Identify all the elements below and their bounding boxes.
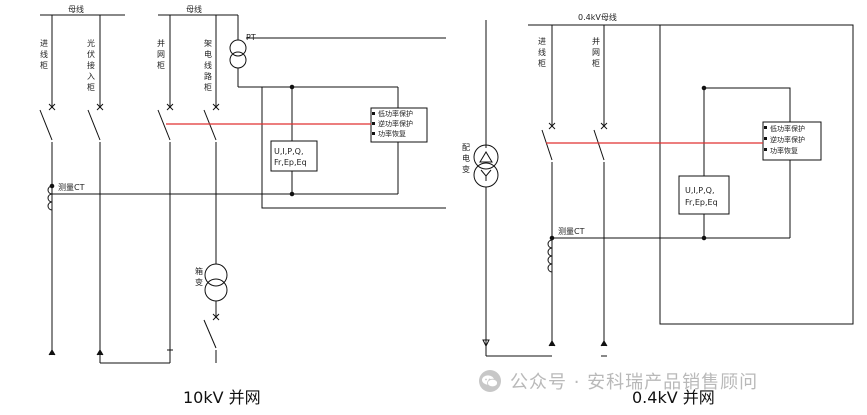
right-ct-label: 测量CT [558,227,585,236]
left-pt-coil-upper [229,39,247,57]
left-transformer-label: 箱变 [195,266,203,287]
right-04kv-diagram [473,20,854,357]
left-feeder-grid-label: 并网柜 [157,38,165,70]
right-protection-item-1: 低功率保护 [770,124,805,133]
left-feeder-labels: 进线柜 光伏接入柜 并网柜 架电线路柜 箱变 [40,38,212,287]
left-ct-node [49,183,55,189]
right-feeder-incoming-label: 进线柜 [538,37,546,68]
right-feeder-labels: 进线柜 并网柜 配电变 [462,36,600,174]
watermark: 公众号 · 安科瑞产品销售顾问 [478,366,758,396]
left-caption: 10kV 并网 [183,388,261,407]
left-feeder-pv-label: 光伏接入柜 [87,38,95,92]
left-pt-label: PT [246,33,256,42]
left-10kv-diagram [39,14,446,364]
left-protection-item-2: 逆功率保护 [378,119,413,128]
left-transformer-coil-lower [204,278,228,302]
left-protection-box [370,107,428,143]
right-transformer-label: 配电变 [462,143,470,174]
right-terminal-grid [600,340,608,347]
wechat-icon [479,370,501,392]
right-transformer-coil-lower [473,162,499,188]
left-pt-coil-lower [229,51,247,69]
right-feeder-grid [593,25,608,346]
left-meter-box [270,140,318,172]
left-ct-label: 测量CT [58,183,85,192]
left-ct-coil [47,185,53,211]
right-ct-coil [547,239,553,273]
left-feeder-incoming-label: 进线柜 [40,39,48,70]
left-terminal-pv [96,349,104,356]
right-bus-label: 0.4kV母线 [578,12,617,22]
left-meter-line1: U,I,P,Q, [274,147,304,156]
left-feeder-line [203,15,228,363]
right-transformer-column [473,20,552,357]
right-feeder-grid-label: 并网柜 [592,36,600,68]
right-meter-line1: U,I,P,Q, [685,186,715,195]
right-protection-item-3: 功率恢复 [770,146,798,155]
left-meter-line2: Fr,Ep,Eq [274,158,307,167]
right-meter-line2: Fr,Ep,Eq [685,198,718,207]
left-node-bottom [289,191,295,197]
right-meter-box [678,175,730,215]
left-feeder-line-label: 架电线路柜 [204,39,212,92]
left-terminal-incoming [48,349,56,356]
watermark-text: 公众号 · 安科瑞产品销售顾问 [510,372,759,393]
left-node-top [289,84,295,90]
left-feeder-grid [157,15,174,363]
left-transformer-coil-upper [204,263,228,287]
left-protection-item-1: 低功率保护 [378,109,413,118]
right-protection-item-2: 逆功率保护 [770,135,805,144]
right-outer-frame [659,24,854,325]
left-feeder-incoming [39,15,56,355]
right-feeder-incoming [541,25,556,346]
left-measure-loop [261,87,446,209]
left-bus-label: 母线 [68,4,84,14]
left-feeder-pv [87,15,170,364]
left-pt-branch [229,15,446,88]
right-terminal-incoming [548,340,556,347]
right-terminal-transformer [482,339,490,348]
left-protection-item-3: 功率恢复 [378,129,406,138]
left-bus-label-2: 母线 [186,4,202,14]
right-protection-box [762,121,822,161]
right-transformer-coil-upper [473,144,499,170]
right-caption: 0.4kV 并网 [632,388,715,407]
right-inner-loop [704,87,791,122]
